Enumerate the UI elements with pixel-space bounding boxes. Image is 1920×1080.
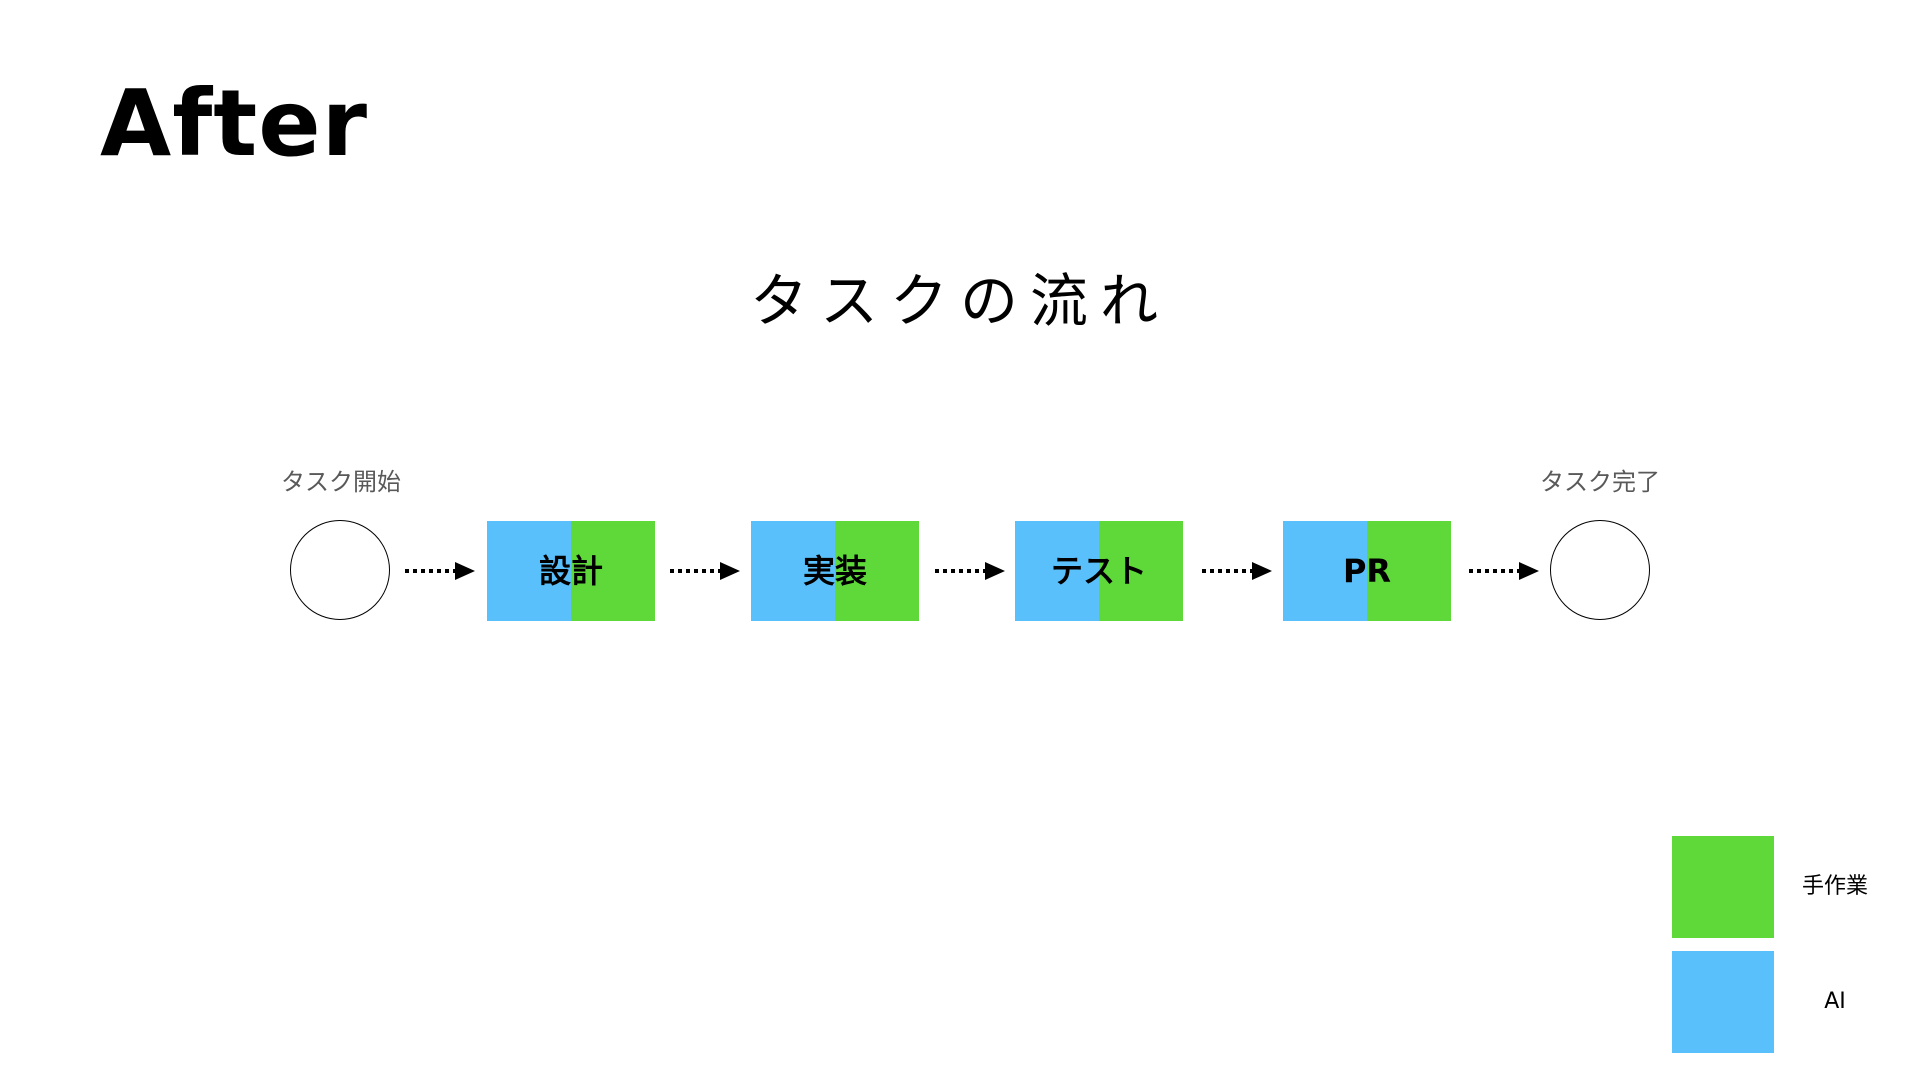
step-implementation: 実装 <box>751 521 919 621</box>
slide-title: After <box>100 70 368 177</box>
step-test-label: テスト <box>1050 552 1147 590</box>
legend-label-manual: 手作業 <box>1801 874 1868 899</box>
legend-swatch-manual <box>1672 836 1774 938</box>
step-design: 設計 <box>487 521 655 621</box>
arrow-icon <box>405 562 475 580</box>
end-node <box>1550 520 1650 620</box>
legend-swatch-ai <box>1672 951 1774 1053</box>
step-pr: PR <box>1283 521 1451 621</box>
end-label: タスク完了 <box>1540 468 1660 496</box>
arrow-icon <box>935 562 1005 580</box>
step-implementation-label: 実装 <box>802 552 867 590</box>
start-node <box>290 520 390 620</box>
step-test: テスト <box>1015 521 1183 621</box>
step-design-label: 設計 <box>538 552 603 590</box>
legend-label-ai: AI <box>1824 989 1846 1014</box>
start-label: タスク開始 <box>281 468 401 496</box>
arrow-icon <box>1469 562 1539 580</box>
step-pr-label: PR <box>1342 552 1392 590</box>
arrow-icon <box>1202 562 1272 580</box>
arrow-icon <box>670 562 740 580</box>
diagram-title: タスクの流れ <box>749 267 1170 335</box>
